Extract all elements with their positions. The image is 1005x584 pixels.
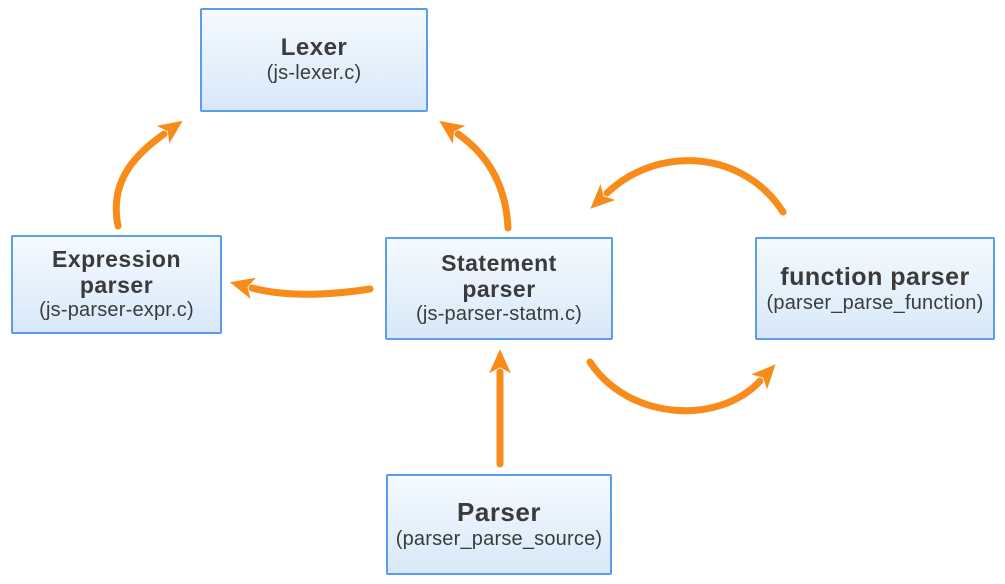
edge-statement-parser-to-lexer <box>439 120 512 232</box>
edge-function-parser-to-statement-parser <box>590 157 787 216</box>
node-statement-parser-subtitle: (js-parser-statm.c) <box>415 303 583 326</box>
node-parser: Parser (parser_parse_source) <box>386 474 612 575</box>
node-lexer-title: Lexer <box>280 33 348 61</box>
node-expression-parser: Expression parser (js-parser-expr.c) <box>11 235 222 334</box>
edge-statement-parser-to-expression-parser <box>229 277 374 299</box>
node-statement-parser: Statement parser (js-parser-statm.c) <box>385 237 613 340</box>
node-function-parser: function parser (parser_parse_function) <box>755 237 995 340</box>
node-statement-parser-title: Statement parser <box>441 249 557 302</box>
node-function-parser-title: function parser <box>780 262 970 291</box>
edge-expression-parser-to-lexer <box>112 120 183 230</box>
edge-statement-parser-to-function-parser <box>586 358 776 415</box>
node-expression-parser-subtitle: (js-parser-expr.c) <box>39 299 194 322</box>
node-parser-subtitle: (parser_parse_source) <box>395 528 603 551</box>
node-lexer-subtitle: (js-lexer.c) <box>266 62 362 85</box>
node-expression-parser-title: Expression parser <box>52 245 181 298</box>
node-lexer: Lexer (js-lexer.c) <box>200 8 428 112</box>
node-parser-title: Parser <box>457 496 541 527</box>
node-function-parser-subtitle: (parser_parse_function) <box>766 291 984 314</box>
